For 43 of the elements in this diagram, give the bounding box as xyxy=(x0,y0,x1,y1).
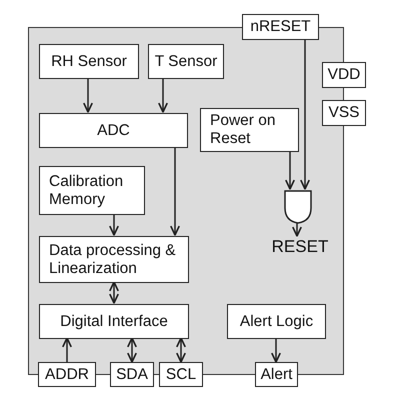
block-label: Alert xyxy=(260,366,292,384)
block-label: RH Sensor xyxy=(51,52,127,70)
block-label: VSS xyxy=(328,104,360,122)
block-label: SCL xyxy=(166,366,196,384)
block-box xyxy=(255,362,298,387)
arrow xyxy=(270,338,282,363)
block-box xyxy=(242,14,319,40)
block-label: Power on Reset xyxy=(210,112,276,148)
block-box xyxy=(39,304,189,339)
block-label: Alert Logic xyxy=(240,312,314,330)
block-box xyxy=(38,362,96,387)
block-label: ADC xyxy=(97,122,130,140)
arrow xyxy=(126,337,138,363)
block-box xyxy=(227,304,326,339)
block-label: Data processing & Linearization xyxy=(49,242,177,278)
block-box xyxy=(39,236,189,283)
block-label: VDD xyxy=(328,66,360,84)
arrow xyxy=(292,223,302,237)
arrow xyxy=(176,337,186,363)
block-label: T Sensor xyxy=(154,52,218,70)
arrow xyxy=(158,78,168,113)
block-label: Calibration Memory xyxy=(49,172,124,208)
arrow xyxy=(300,40,310,190)
arrow xyxy=(62,337,72,362)
block-label: Digital Interface xyxy=(60,312,168,330)
arrow xyxy=(170,147,180,236)
block-label: SDA xyxy=(116,366,148,384)
block-box xyxy=(200,108,299,152)
signal-label: RESET xyxy=(272,238,328,256)
block-box xyxy=(39,113,188,148)
block-box xyxy=(39,166,145,215)
block-box xyxy=(159,362,203,387)
arrow xyxy=(82,78,94,113)
arrow xyxy=(108,214,120,236)
block-box xyxy=(148,44,224,79)
arrow xyxy=(284,151,296,190)
block-box xyxy=(110,362,154,387)
block-box xyxy=(322,62,366,88)
block-label: nRESET xyxy=(250,18,311,36)
arrow xyxy=(108,281,120,304)
block-box xyxy=(39,44,139,79)
block-box xyxy=(322,100,366,126)
block-label: ADDR xyxy=(45,366,89,384)
